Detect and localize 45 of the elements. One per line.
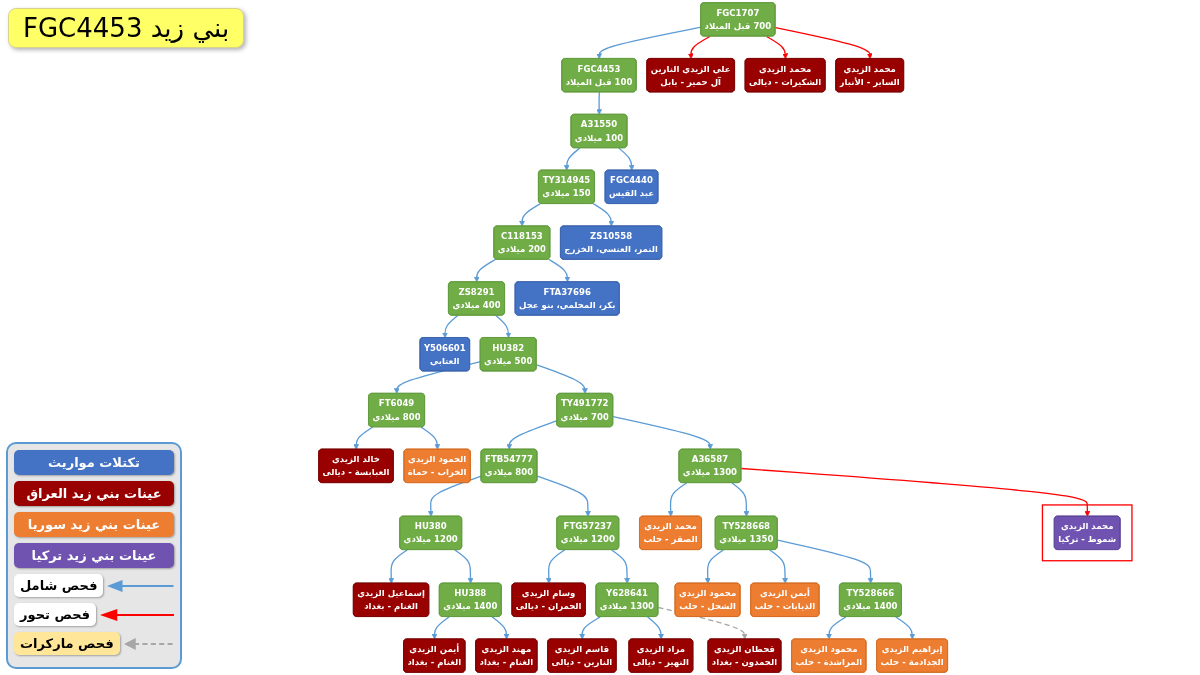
arrow [765, 35, 788, 60]
arrow [687, 35, 711, 60]
arrow [535, 364, 588, 394]
arrow [825, 616, 847, 640]
arrow [768, 549, 788, 584]
arrow [667, 482, 687, 517]
legend-key: عينات بني زيد تركيا [14, 543, 174, 568]
arrow [731, 482, 749, 517]
arrow [536, 475, 591, 517]
arrow [894, 616, 915, 640]
arrow [776, 539, 874, 584]
arrow [473, 258, 497, 283]
arrow [453, 549, 474, 584]
arrow [592, 202, 614, 227]
legend-key: عينات بني زيد العراق [14, 481, 174, 506]
arrow [578, 616, 601, 640]
title: بني زيد FGC4453 [8, 8, 245, 48]
arrow [740, 467, 1090, 517]
arrow [491, 616, 510, 640]
arrow [547, 258, 570, 283]
arrow [506, 420, 558, 450]
arrow [388, 549, 408, 584]
legend-label: فحص تحور [14, 603, 97, 626]
legend-key: عينات بني زيد سوريا [14, 512, 174, 537]
arrow [596, 91, 602, 115]
arrow [545, 549, 565, 584]
arrow [617, 147, 635, 171]
arrow [596, 26, 702, 60]
legend-key: تكتلات مواريث [14, 450, 174, 475]
legend-label: فحص شامل [14, 574, 104, 597]
arrow [704, 549, 724, 584]
arrow [494, 314, 511, 339]
arrow [563, 147, 581, 171]
arrow [352, 426, 373, 450]
arrow [431, 616, 450, 640]
arrow [441, 314, 459, 339]
arrow [610, 549, 630, 584]
arrow [420, 426, 440, 450]
arrow [612, 416, 713, 450]
cluster [1041, 504, 1133, 562]
arrow [774, 26, 873, 60]
arrow [646, 616, 664, 640]
arrow [427, 475, 482, 517]
legend-label: فحص ماركرات [14, 632, 120, 655]
arrow [518, 202, 541, 227]
